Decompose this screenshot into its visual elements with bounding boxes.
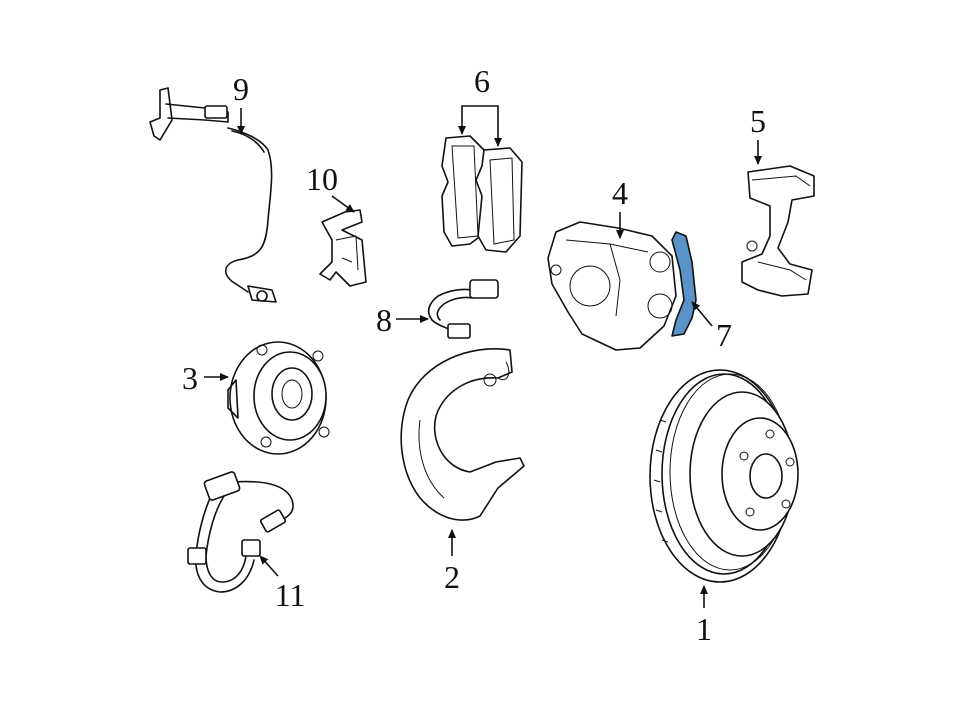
callout-2: 2 — [444, 559, 460, 595]
brake-rotor-part — [649, 369, 799, 583]
leader-11 — [259, 555, 279, 577]
callout-3: 3 — [182, 360, 198, 396]
pad-spring-clip-part — [671, 231, 697, 337]
leader-7 — [691, 301, 713, 327]
callout-6: 6 — [474, 63, 490, 99]
callout-1: 1 — [696, 611, 712, 647]
callout-labels: 1 2 3 4 5 6 7 8 9 10 11 — [182, 63, 766, 647]
leader-lines — [204, 105, 762, 608]
mounting-bracket-part — [319, 209, 367, 287]
callout-10: 10 — [306, 161, 338, 197]
hub-bearing-part — [227, 341, 330, 455]
brake-pads-part — [441, 135, 523, 253]
callout-8: 8 — [376, 302, 392, 338]
callout-9: 9 — [233, 71, 249, 107]
leader-6b — [482, 105, 502, 147]
caliper-part — [547, 221, 677, 351]
pad-wear-sensor-part — [427, 279, 499, 339]
leader-6a — [458, 105, 482, 135]
splash-shield-part — [400, 348, 525, 521]
abs-sensor-part — [149, 87, 277, 303]
caliper-support-part — [741, 165, 815, 297]
callout-4: 4 — [612, 175, 628, 211]
callout-5: 5 — [750, 103, 766, 139]
callout-11: 11 — [275, 577, 306, 613]
brake-hose-part — [187, 471, 294, 593]
leader-10 — [331, 195, 355, 213]
callout-7: 7 — [716, 317, 732, 353]
